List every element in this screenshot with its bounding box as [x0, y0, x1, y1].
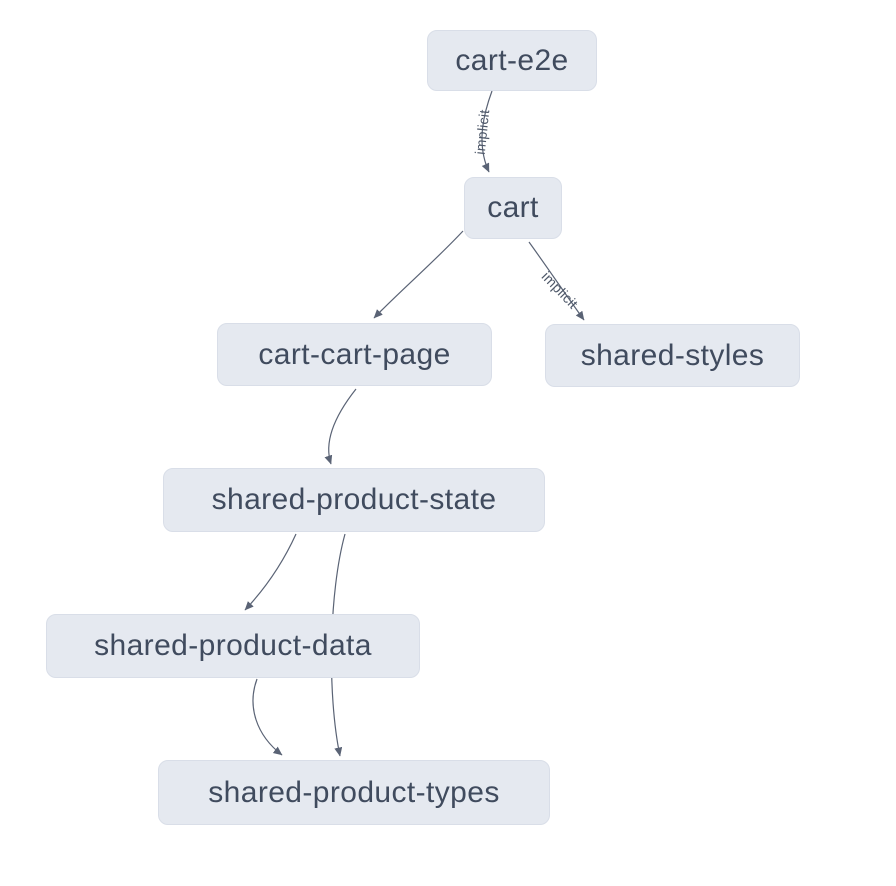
graph-node-cart[interactable]: cart [464, 177, 562, 239]
graph-node-cart-e2e[interactable]: cart-e2e [427, 30, 597, 91]
node-label: cart-e2e [455, 43, 569, 77]
edge-cart-cart-page-to-shared-product-state[interactable] [324, 388, 357, 465]
edge-label-cart-to-shared-styles: implicit [539, 268, 582, 312]
graph-node-cart-cart-page[interactable]: cart-cart-page [217, 323, 492, 386]
edge-cart-e2e-to-cart[interactable] [481, 90, 493, 173]
graph-node-shared-product-types[interactable]: shared-product-types [158, 760, 550, 825]
node-label: cart [487, 191, 539, 224]
node-label: shared-product-data [94, 629, 372, 662]
node-label: shared-product-types [208, 775, 500, 809]
edge-shared-product-data-to-shared-product-types[interactable] [252, 678, 283, 756]
graph-node-shared-product-state[interactable]: shared-product-state [163, 468, 545, 532]
node-label: cart-cart-page [258, 337, 451, 371]
graph-node-shared-styles[interactable]: shared-styles [545, 324, 800, 387]
edge-shared-product-state-to-shared-product-data[interactable] [244, 533, 297, 611]
edge-cart-to-cart-cart-page[interactable] [373, 230, 464, 319]
graph-node-shared-product-data[interactable]: shared-product-data [46, 614, 420, 678]
node-label: shared-styles [580, 338, 765, 372]
edge-cart-to-shared-styles[interactable] [528, 241, 585, 321]
node-label: shared-product-state [211, 483, 497, 516]
edge-label-cart-e2e-to-cart: implicit [472, 109, 493, 156]
